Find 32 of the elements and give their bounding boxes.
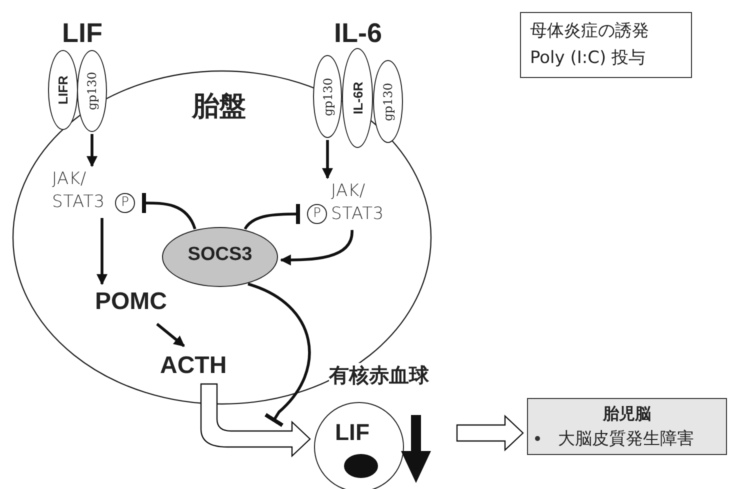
signal-label: JAK/ STAT3 [52,168,106,214]
ligand-label: LIF [62,18,102,49]
arrow [156,322,185,348]
receptor-name: gp130 [381,82,395,121]
arrow [280,230,354,266]
receptor-ellipse [373,60,403,143]
cell-content-label: LIF [335,419,370,446]
arrow [322,140,333,180]
molecule-label: POMC [95,288,167,316]
receptor-name: gp130 [320,77,334,116]
outcome-title: 胎児脳 [602,404,652,425]
receptor-name: IL-6R [350,82,365,114]
phosphate-label: P [120,195,130,210]
molecule-label: ACTH [160,352,227,380]
receptor-name: gp130 [85,72,99,110]
phosphate-circle [307,204,327,224]
phosphate-label: P [312,206,322,221]
ligand-label: IL-6 [334,18,382,49]
block-arrow [456,414,524,452]
tissue-label: 胎盤 [192,90,246,124]
condition-box [520,12,692,78]
block-arrow [200,383,311,457]
cell-type-label: 有核赤血球 [329,363,429,387]
outcome-item: 大脳皮質発生障害 [558,428,694,450]
protein-name: SOCS3 [186,244,254,266]
receptor-name: LIFR [56,76,70,104]
phosphate-circle [115,193,135,213]
outcome-box [527,398,727,455]
condition-text: 母体炎症の誘発 Poly (I:C) 投与 [530,20,650,70]
arrow [96,218,108,286]
signal-label: JAK/ STAT3 [331,180,385,226]
arrow [86,134,98,168]
